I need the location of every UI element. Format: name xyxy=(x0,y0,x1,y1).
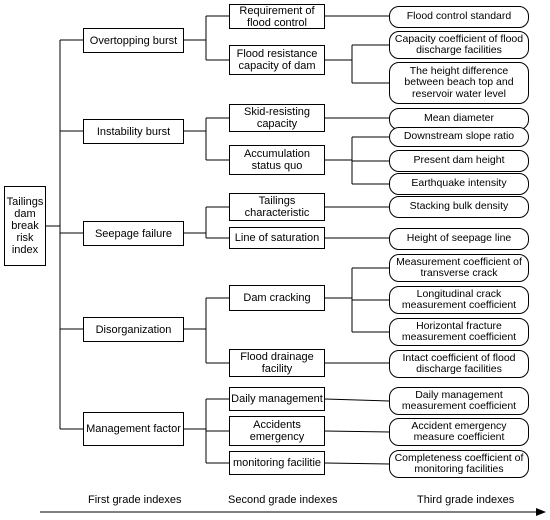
third-grade-box-bulk-density: Stacking bulk density xyxy=(389,196,529,218)
second-grade-label: Accidents emergency xyxy=(249,419,305,443)
first-grade-box-disorganization: Disorganization xyxy=(83,317,184,342)
first-grade-box-overtopping: Overtopping burst xyxy=(83,28,184,53)
second-grade-label: Daily management xyxy=(231,393,323,405)
third-grade-box-flood-standard: Flood control standard xyxy=(389,6,529,28)
third-grade-box-daily-coefficient: Daily management measurement coefficient xyxy=(389,387,529,415)
root-box: Tailings dam break risk index xyxy=(4,186,46,266)
first-grade-label: Seepage failure xyxy=(94,227,173,240)
second-grade-box-flood-control: Requirement of flood control xyxy=(229,4,325,29)
connector-line xyxy=(324,398,390,402)
third-grade-label: Earthquake intensity xyxy=(411,177,507,190)
second-grade-box-flood-drainage: Flood drainage facility xyxy=(229,349,325,377)
first-grade-label: Overtopping burst xyxy=(89,34,178,47)
third-grade-label: Horizontal fracture measurement coeffici… xyxy=(401,319,517,343)
second-grade-label: Tailings characteristic xyxy=(244,195,310,219)
second-grade-box-dam-cracking: Dam cracking xyxy=(229,285,325,311)
third-grade-label: Intact coefficient of flood discharge fa… xyxy=(402,351,516,375)
third-grade-label: Accident emergency measure coefficient xyxy=(411,419,507,443)
second-grade-box-tailings: Tailings characteristic xyxy=(229,193,325,221)
second-grade-label: Skid-resisting capacity xyxy=(243,106,311,130)
third-grade-label: Daily management measurement coefficient xyxy=(401,388,517,412)
third-grade-box-longitudinal-crack: Longitudinal crack measurement coefficie… xyxy=(389,286,529,314)
first-grade-box-seepage: Seepage failure xyxy=(83,221,184,246)
third-grade-label: Present dam height xyxy=(413,154,505,167)
third-grade-label: The height difference between beach top … xyxy=(404,64,514,100)
third-grade-label: Completeness coefficient of monitoring f… xyxy=(394,451,524,475)
second-grade-box-monitoring: monitoring facilitie xyxy=(229,451,325,475)
axis-label-first: First grade indexes xyxy=(88,494,182,506)
third-grade-box-seepage-line: Height of seepage line xyxy=(389,228,529,250)
first-grade-label: Disorganization xyxy=(95,323,172,336)
third-grade-label: Capacity coefficient of flood discharge … xyxy=(394,32,524,56)
third-grade-label: Measurement coefficient of transverse cr… xyxy=(396,255,522,279)
third-grade-label: Stacking bulk density xyxy=(409,200,509,213)
second-grade-label: Flood drainage facility xyxy=(240,351,314,375)
second-grade-box-daily-management: Daily management xyxy=(229,387,325,411)
first-grade-box-instability: Instability burst xyxy=(83,119,184,144)
second-grade-label: Accumulation status quo xyxy=(243,148,311,172)
second-grade-box-saturation: Line of saturation xyxy=(229,227,325,249)
second-grade-box-accumulation: Accumulation status quo xyxy=(229,145,325,175)
second-grade-box-skid-resisting: Skid-resisting capacity xyxy=(229,104,325,132)
connector-line xyxy=(324,430,390,433)
second-grade-label: Line of saturation xyxy=(234,232,320,244)
root-label: Tailings dam break risk index xyxy=(6,196,44,256)
second-grade-label: Requirement of flood control xyxy=(239,4,315,29)
second-grade-label: monitoring facilitie xyxy=(232,457,322,469)
first-grade-label: Management factor xyxy=(86,423,181,435)
second-grade-label: Flood resistance capacity of dam xyxy=(236,48,318,72)
third-grade-box-horizontal-fracture: Horizontal fracture measurement coeffici… xyxy=(389,318,529,346)
second-grade-label: Dam cracking xyxy=(243,292,311,304)
third-grade-box-intact-coefficient: Intact coefficient of flood discharge fa… xyxy=(389,350,529,378)
third-grade-label: Flood control standard xyxy=(406,10,512,23)
third-grade-box-dam-height: Present dam height xyxy=(389,150,529,172)
third-grade-box-slope-ratio: Downstream slope ratio xyxy=(389,127,529,147)
axis-label-third: Third grade indexes xyxy=(417,494,515,506)
third-grade-box-earthquake: Earthquake intensity xyxy=(389,173,529,195)
second-grade-box-flood-resistance: Flood resistance capacity of dam xyxy=(229,45,325,75)
third-grade-box-capacity-coefficient: Capacity coefficient of flood discharge … xyxy=(389,31,529,59)
third-grade-box-completeness: Completeness coefficient of monitoring f… xyxy=(389,450,529,478)
axis-label-second: Second grade indexes xyxy=(228,494,338,506)
third-grade-label: Height of seepage line xyxy=(406,232,512,245)
third-grade-box-accident-coefficient: Accident emergency measure coefficient xyxy=(389,418,529,446)
third-grade-label: Mean diameter xyxy=(423,112,495,125)
connector-line xyxy=(324,462,390,465)
third-grade-box-height-difference: The height difference between beach top … xyxy=(389,62,529,104)
third-grade-box-transverse-crack: Measurement coefficient of transverse cr… xyxy=(389,254,529,282)
first-grade-box-management: Management factor xyxy=(83,412,184,446)
second-grade-box-accidents: Accidents emergency xyxy=(229,416,325,446)
first-grade-label: Instability burst xyxy=(96,125,171,138)
third-grade-label: Longitudinal crack measurement coefficie… xyxy=(401,287,517,311)
third-grade-label: Downstream slope ratio xyxy=(403,130,515,143)
